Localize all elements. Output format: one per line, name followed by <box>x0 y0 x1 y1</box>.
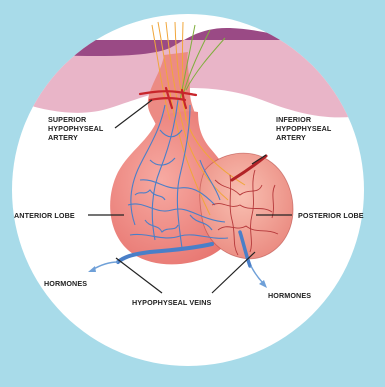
anterior-lobe-label: ANTERIOR LOBE <box>14 211 75 220</box>
hypophyseal-veins-label: HYPOPHYSEAL VEINS <box>132 298 212 307</box>
posterior-lobe-label: POSTERIOR LOBE <box>298 211 364 220</box>
hormones-left-label: HORMONES <box>44 279 87 288</box>
hormones-right-label: HORMONES <box>268 291 311 300</box>
